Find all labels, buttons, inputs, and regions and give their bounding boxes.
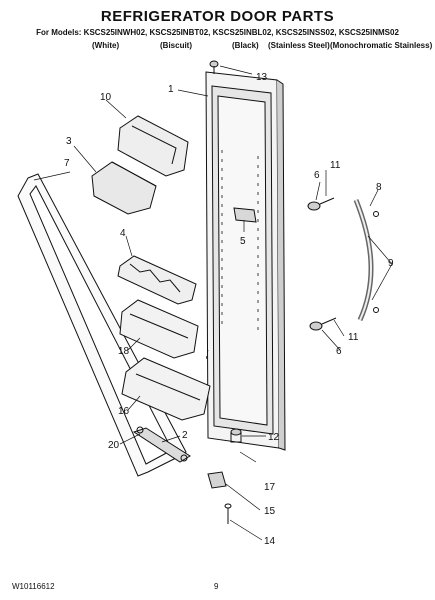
page-number: 9: [214, 582, 219, 591]
callout-9: 9: [388, 258, 394, 269]
dairy-bin: [117, 115, 189, 177]
callout-15: 15: [264, 506, 276, 517]
callout-11-lower: 11: [348, 332, 359, 343]
handle-mount-upper: [307, 197, 335, 211]
callout-7: 7: [64, 158, 70, 169]
door-bin-lower: [121, 357, 211, 421]
callout-20: 20: [108, 440, 120, 451]
callout-6-lower: 6: [336, 346, 342, 357]
variant-white: (White): [92, 41, 120, 50]
hinge-screw: [224, 503, 232, 524]
callout-2: 2: [182, 430, 188, 441]
callout-16: 16: [118, 406, 130, 417]
callout-18: 18: [118, 346, 130, 357]
callout-10: 10: [100, 92, 112, 103]
door-handle: [353, 199, 379, 322]
handle-mount-lower: [309, 317, 337, 331]
variant-stainless: (Stainless Steel): [268, 41, 330, 50]
variant-monochromatic: (Monochromatic Stainless): [330, 41, 433, 50]
callout-13: 13: [256, 72, 268, 83]
leader-lines: [33, 65, 393, 541]
model-list: For Models: KSCS25INWH02, KSCS25INBT02, …: [36, 28, 399, 37]
callout-17: 17: [264, 482, 276, 493]
trim-bracket: [132, 426, 191, 463]
callout-14: 14: [264, 536, 276, 547]
dairy-bin-cover: [91, 161, 157, 215]
callout-4: 4: [120, 228, 126, 239]
callout-11-upper: 11: [330, 160, 341, 171]
hinge-bushing: [230, 428, 242, 443]
variant-biscuit: (Biscuit): [160, 41, 192, 50]
diagram-title: REFRIGERATOR DOOR PARTS: [100, 8, 335, 25]
callout-5: 5: [240, 236, 246, 247]
door-panel: [205, 71, 286, 451]
callout-12: 12: [268, 432, 280, 443]
variant-black: (Black): [232, 41, 259, 50]
hinge-bracket: [207, 471, 227, 489]
callout-6-upper: 6: [314, 170, 320, 181]
door-insert: [233, 207, 257, 223]
callout-8: 8: [376, 182, 382, 193]
door-bin-upper: [119, 299, 199, 359]
egg-tray: [117, 255, 197, 305]
top-hinge-screw: [209, 60, 219, 74]
document-number: W10116612: [12, 582, 55, 591]
callout-1: 1: [168, 84, 174, 95]
callout-3: 3: [66, 136, 72, 147]
